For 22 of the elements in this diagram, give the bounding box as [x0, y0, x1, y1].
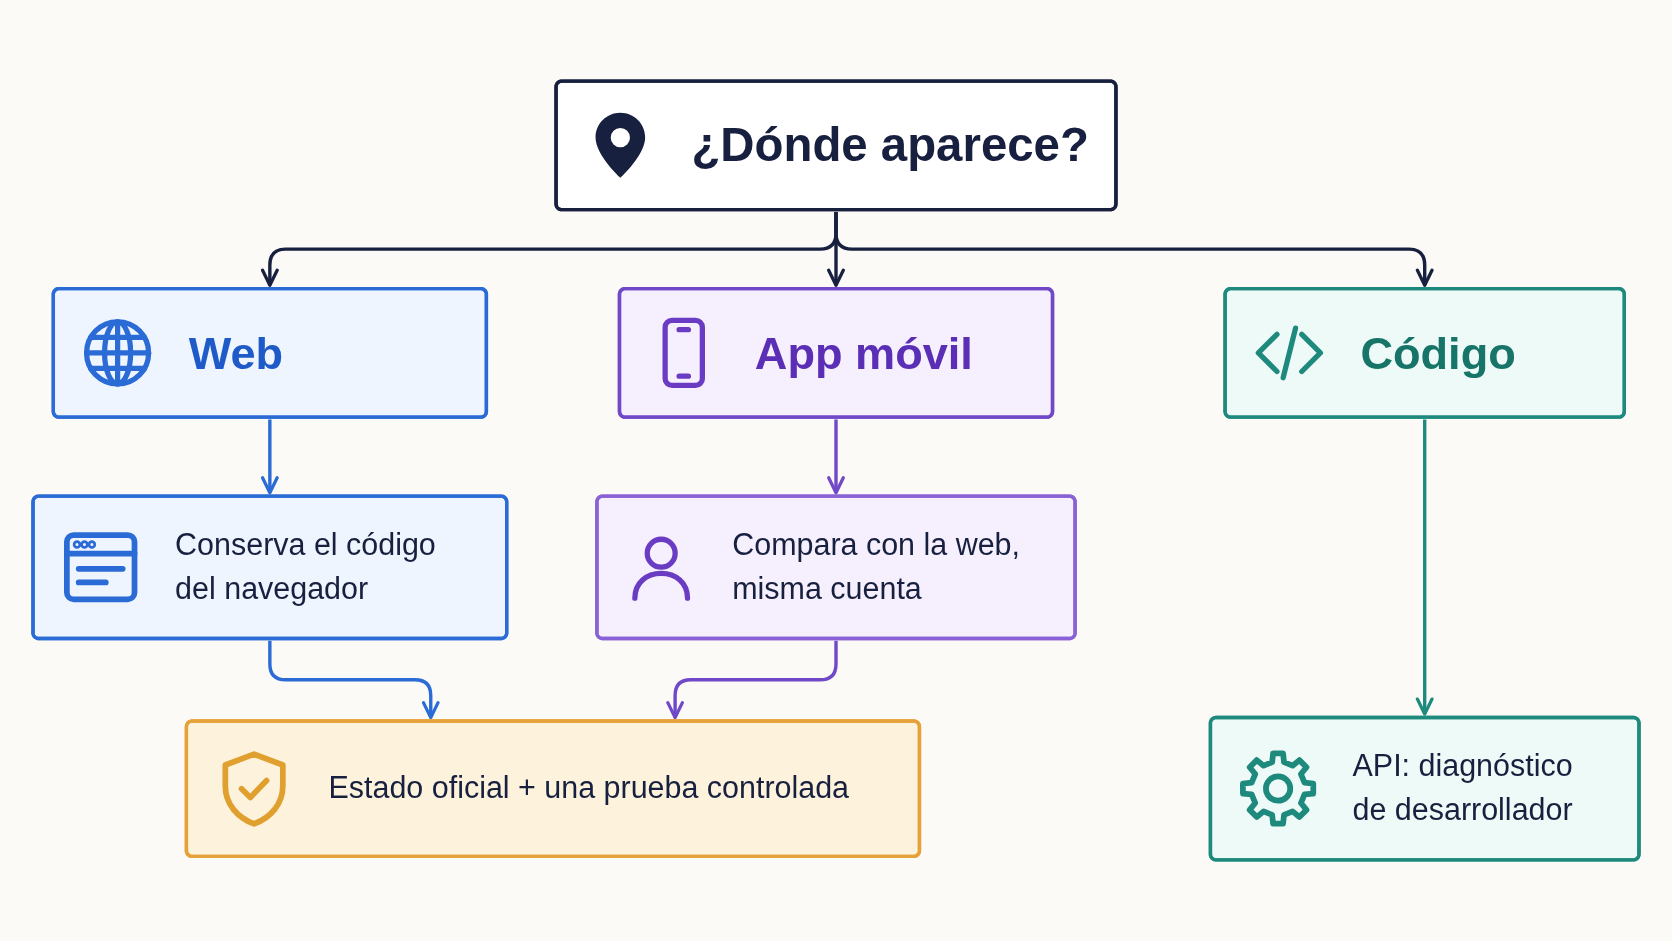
arrow	[834, 211, 1434, 287]
node-text: App móvil	[754, 327, 974, 380]
arrow	[1415, 419, 1434, 716]
category-box	[1223, 286, 1626, 419]
arrow	[666, 640, 838, 720]
question-text: ¿Dónde aparece?	[691, 116, 1089, 173]
node-text: Estado oficial + una prueba controlada	[328, 770, 851, 807]
info-box	[1208, 715, 1641, 862]
node-text: API: diagnóstico de desarrollador	[1352, 748, 1574, 830]
arrow	[268, 640, 440, 720]
category-box	[51, 286, 489, 419]
arrow	[827, 419, 845, 495]
info-box	[595, 494, 1077, 641]
info-box	[31, 494, 509, 641]
node-text: Web	[188, 327, 285, 380]
category-box	[617, 286, 1055, 419]
arrow	[260, 419, 279, 495]
node-text: Conserva el código del navegador	[175, 526, 437, 608]
question-box	[554, 79, 1118, 212]
result-box	[184, 719, 922, 859]
node-text: Compara con la web, misma cuenta	[732, 526, 1021, 608]
node-text: Código	[1360, 327, 1517, 380]
